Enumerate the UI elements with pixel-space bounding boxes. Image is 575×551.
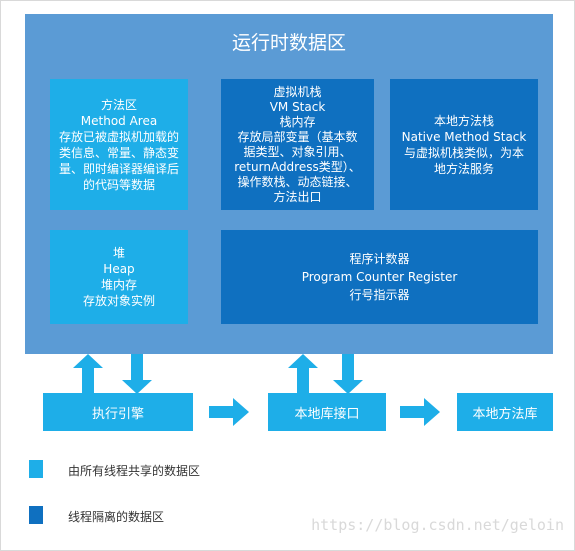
vm-stack-desc-4: 操作数栈、动态链接、: [237, 174, 358, 189]
pc-register-name: 程序计数器: [349, 252, 410, 266]
vm-stack-desc-2: 据类型、对象引用、: [243, 144, 352, 159]
method-area-desc-1: 存放已被虚拟机加载的: [58, 129, 179, 144]
vm-stack-name: 虚拟机栈: [273, 84, 322, 99]
heap-name: 堆: [112, 246, 125, 260]
method-area-desc-2: 类信息、常量、静态变: [58, 145, 179, 160]
interface-to-library-arrow-icon: [400, 398, 440, 426]
legend-shared-swatch: [29, 460, 43, 478]
heap-desc: 存放对象实例: [82, 294, 155, 308]
native-stack-desc-2: 地方法服务: [433, 161, 494, 176]
program-counter-register-box: 程序计数器 Program Counter Register 行号指示器: [221, 230, 538, 324]
method-area-name: 方法区: [100, 97, 137, 112]
method-area-box: 方法区 Method Area 存放已被虚拟机加载的 类信息、常量、静态变 量、…: [50, 79, 188, 210]
native-stack-desc-1: 与虚拟机栈类似，为本: [403, 145, 524, 160]
native-interface-box: 本地库接口: [268, 393, 386, 431]
vm-stack-desc-1: 存放局部变量（基本数: [237, 129, 358, 144]
heap-box: 堆 Heap 堆内存 存放对象实例: [50, 230, 188, 324]
native-method-stack-box: 本地方法栈 Native Method Stack 与虚拟机栈类似，为本 地方法…: [390, 79, 538, 210]
legend-isolated-swatch: [29, 506, 43, 524]
method-area-desc-3: 量、即时编译器编译后: [58, 161, 179, 176]
native-library-box: 本地方法库: [457, 393, 553, 431]
engine-up-arrow-icon: [73, 354, 103, 394]
pc-register-english: Program Counter Register: [301, 270, 458, 284]
execution-engine-label: 执行引擎: [91, 406, 144, 422]
vm-stack-alias: 栈内存: [279, 114, 316, 129]
engine-down-arrow-icon: [122, 354, 152, 394]
execution-engine-box: 执行引擎: [43, 393, 193, 431]
vm-stack-english: VM Stack: [269, 99, 326, 114]
legend-shared-label: 由所有线程共享的数据区: [68, 464, 201, 478]
engine-to-interface-arrow-icon: [209, 398, 249, 426]
pc-register-desc: 行号指示器: [349, 288, 410, 302]
native-library-label: 本地方法库: [472, 406, 538, 422]
runtime-data-area: 运行时数据区 方法区 Method Area 存放已被虚拟机加载的 类信息、常量…: [25, 14, 553, 354]
runtime-data-area-title: 运行时数据区: [231, 32, 346, 54]
heap-english: Heap: [103, 262, 135, 276]
vm-stack-box: 虚拟机栈 VM Stack 栈内存 存放局部变量（基本数 据类型、对象引用、 r…: [221, 79, 374, 210]
heap-alias: 堆内存: [100, 278, 137, 292]
native-interface-label: 本地库接口: [294, 406, 360, 422]
method-area-desc-4: 的代码等数据: [82, 177, 155, 192]
method-area-english: Method Area: [80, 113, 158, 128]
native-stack-name: 本地方法栈: [433, 113, 494, 128]
vm-stack-desc-3: returnAddress类型）、: [234, 159, 361, 174]
native-stack-english: Native Method Stack: [401, 129, 527, 144]
legend-isolated-label: 线程隔离的数据区: [68, 510, 165, 524]
interface-down-arrow-icon: [333, 354, 363, 394]
interface-up-arrow-icon: [288, 354, 318, 394]
watermark-text: https://blog.csdn.net/geloin: [311, 516, 564, 534]
vm-stack-desc-5: 方法出口: [273, 189, 322, 204]
